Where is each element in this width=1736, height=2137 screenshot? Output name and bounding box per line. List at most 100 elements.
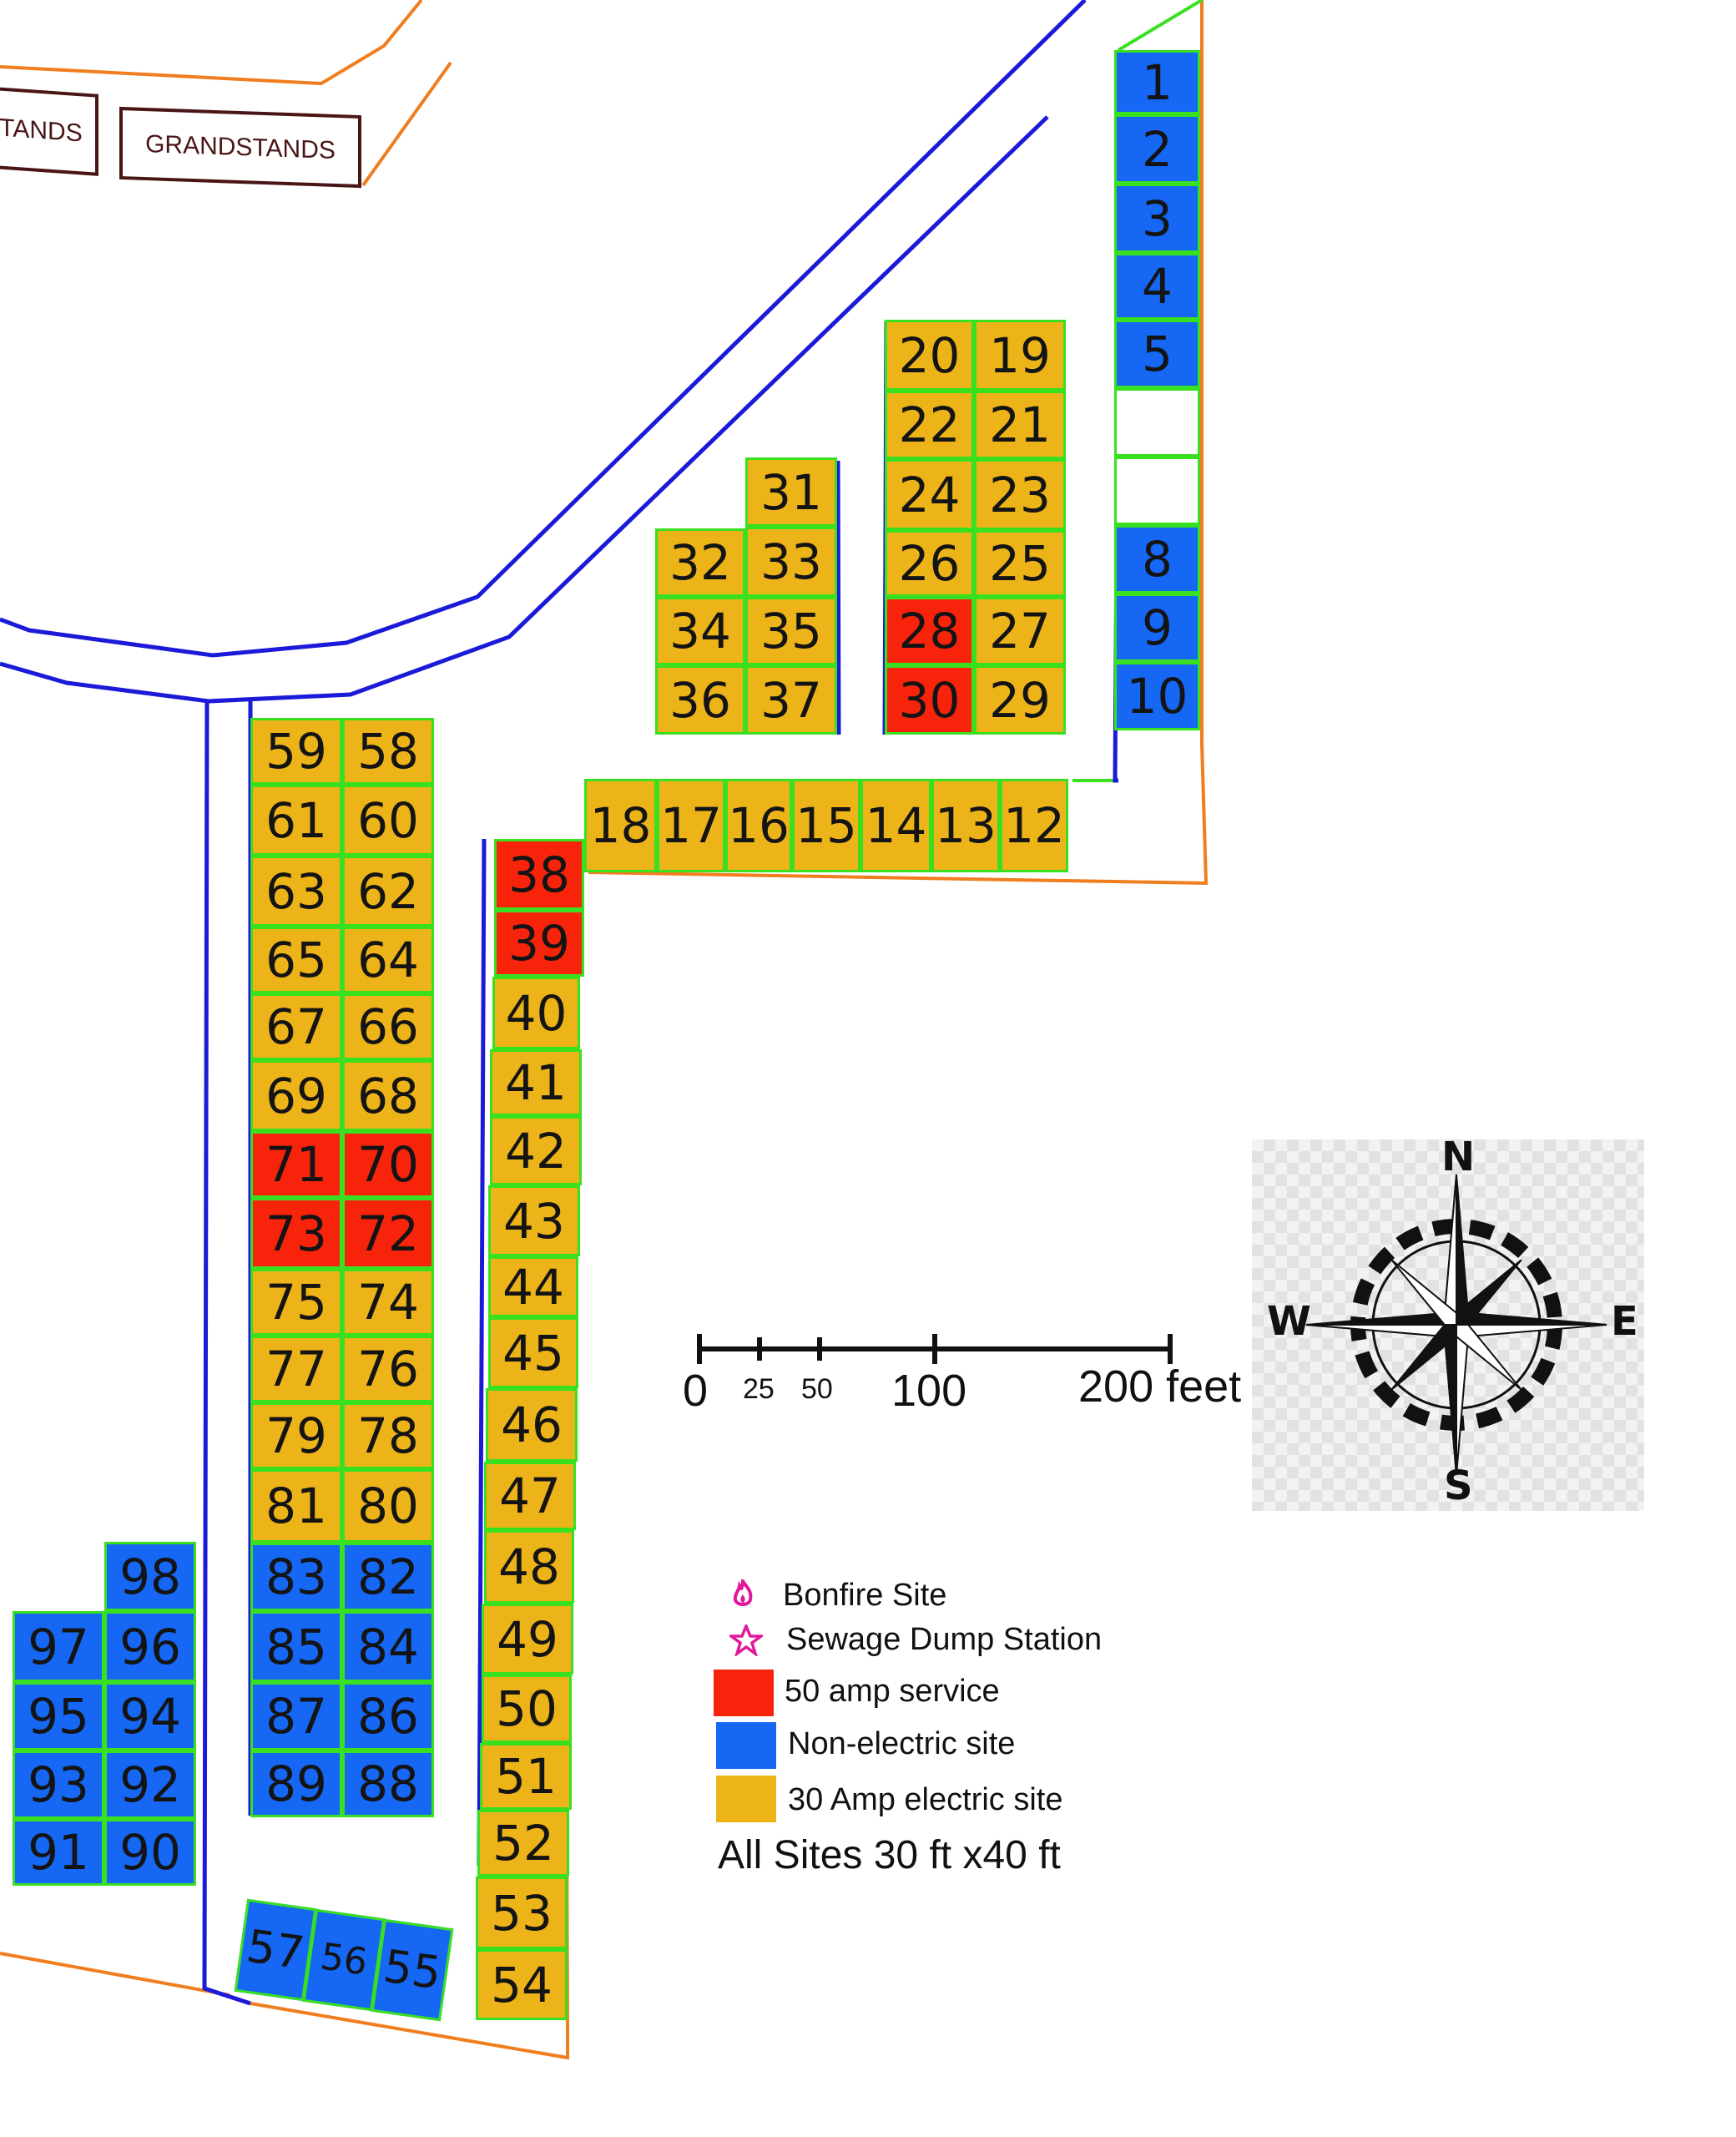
site-89[interactable]: 89 [250, 1751, 342, 1817]
site-33[interactable]: 33 [745, 527, 837, 597]
site-58[interactable]: 58 [342, 718, 434, 785]
compass-south: S [1444, 1463, 1473, 1509]
compass-west: W [1267, 1298, 1311, 1345]
site-20[interactable]: 20 [885, 320, 974, 391]
site-83[interactable]: 83 [250, 1543, 342, 1611]
site-23[interactable]: 23 [974, 459, 1066, 530]
site-64[interactable]: 64 [342, 927, 434, 993]
site-96[interactable]: 96 [104, 1611, 196, 1682]
site-29[interactable]: 29 [974, 665, 1066, 735]
site-37[interactable]: 37 [745, 665, 837, 735]
site-63[interactable]: 63 [250, 856, 342, 927]
site-81[interactable]: 81 [250, 1469, 342, 1543]
site-88[interactable]: 88 [342, 1751, 434, 1817]
site-35[interactable]: 35 [745, 597, 837, 665]
site-45[interactable]: 45 [488, 1317, 578, 1388]
site-67[interactable]: 67 [250, 993, 342, 1060]
site-41[interactable]: 41 [490, 1049, 582, 1116]
site-66[interactable]: 66 [342, 993, 434, 1060]
site-43[interactable]: 43 [488, 1185, 580, 1256]
site-27[interactable]: 27 [974, 597, 1066, 665]
site-87[interactable]: 87 [250, 1682, 342, 1751]
site-36[interactable]: 36 [655, 665, 745, 735]
site-59[interactable]: 59 [250, 718, 342, 785]
legend-blue-swatch [716, 1722, 776, 1769]
legend-dump-label: Sewage Dump Station [786, 1622, 1103, 1657]
site-14[interactable]: 14 [860, 779, 931, 872]
site-1[interactable]: 1 [1114, 50, 1200, 114]
site-65[interactable]: 65 [250, 927, 342, 993]
site-unnumbered[interactable] [1114, 388, 1200, 457]
site-90[interactable]: 90 [104, 1819, 196, 1886]
site-51[interactable]: 51 [480, 1743, 572, 1810]
site-91[interactable]: 91 [13, 1819, 104, 1886]
site-4[interactable]: 4 [1114, 253, 1200, 320]
site-75[interactable]: 75 [250, 1269, 342, 1336]
site-47[interactable]: 47 [484, 1462, 576, 1530]
site-28[interactable]: 28 [885, 597, 974, 665]
scale-label-0: 0 [683, 1366, 709, 1416]
site-76[interactable]: 76 [342, 1336, 434, 1402]
site-95[interactable]: 95 [13, 1682, 104, 1751]
site-73[interactable]: 73 [250, 1198, 342, 1269]
site-40[interactable]: 40 [492, 977, 580, 1049]
site-85[interactable]: 85 [250, 1611, 342, 1682]
site-18[interactable]: 18 [584, 779, 657, 872]
site-5[interactable]: 5 [1114, 320, 1200, 388]
site-50[interactable]: 50 [482, 1675, 572, 1743]
site-92[interactable]: 92 [104, 1751, 196, 1819]
site-32[interactable]: 32 [655, 528, 745, 597]
site-61[interactable]: 61 [250, 785, 342, 856]
site-9[interactable]: 9 [1114, 594, 1200, 662]
site-60[interactable]: 60 [342, 785, 434, 856]
site-93[interactable]: 93 [13, 1751, 104, 1819]
site-70[interactable]: 70 [342, 1131, 434, 1198]
site-26[interactable]: 26 [885, 530, 974, 597]
site-78[interactable]: 78 [342, 1402, 434, 1469]
site-15[interactable]: 15 [792, 779, 860, 872]
site-12[interactable]: 12 [1000, 779, 1068, 872]
site-unnumbered[interactable] [1114, 457, 1200, 525]
site-71[interactable]: 71 [250, 1131, 342, 1198]
site-98[interactable]: 98 [104, 1542, 196, 1611]
site-55[interactable]: 55 [371, 1918, 454, 2022]
site-38[interactable]: 38 [494, 839, 584, 910]
site-21[interactable]: 21 [974, 391, 1066, 459]
site-17[interactable]: 17 [657, 779, 725, 872]
site-10[interactable]: 10 [1114, 662, 1200, 730]
site-39[interactable]: 39 [494, 910, 584, 977]
site-62[interactable]: 62 [342, 856, 434, 927]
site-42[interactable]: 42 [490, 1116, 582, 1185]
site-97[interactable]: 97 [13, 1611, 104, 1682]
site-94[interactable]: 94 [104, 1682, 196, 1751]
site-24[interactable]: 24 [885, 459, 974, 530]
site-34[interactable]: 34 [655, 597, 745, 665]
site-68[interactable]: 68 [342, 1060, 434, 1131]
site-80[interactable]: 80 [342, 1469, 434, 1543]
site-69[interactable]: 69 [250, 1060, 342, 1131]
site-44[interactable]: 44 [488, 1256, 578, 1317]
site-22[interactable]: 22 [885, 391, 974, 459]
site-53[interactable]: 53 [476, 1877, 568, 1949]
site-52[interactable]: 52 [477, 1810, 569, 1877]
site-82[interactable]: 82 [342, 1543, 434, 1611]
site-8[interactable]: 8 [1114, 525, 1200, 594]
site-74[interactable]: 74 [342, 1269, 434, 1336]
site-30[interactable]: 30 [885, 665, 974, 735]
site-48[interactable]: 48 [484, 1530, 574, 1604]
site-16[interactable]: 16 [725, 779, 792, 872]
site-13[interactable]: 13 [931, 779, 1000, 872]
site-3[interactable]: 3 [1114, 184, 1200, 253]
site-25[interactable]: 25 [974, 530, 1066, 597]
site-86[interactable]: 86 [342, 1682, 434, 1751]
site-77[interactable]: 77 [250, 1336, 342, 1402]
site-19[interactable]: 19 [974, 320, 1066, 391]
site-79[interactable]: 79 [250, 1402, 342, 1469]
site-54[interactable]: 54 [476, 1949, 568, 2020]
site-46[interactable]: 46 [486, 1388, 578, 1462]
site-2[interactable]: 2 [1114, 114, 1200, 184]
site-84[interactable]: 84 [342, 1611, 434, 1682]
site-49[interactable]: 49 [482, 1604, 573, 1675]
site-31[interactable]: 31 [745, 457, 837, 527]
site-72[interactable]: 72 [342, 1198, 434, 1269]
